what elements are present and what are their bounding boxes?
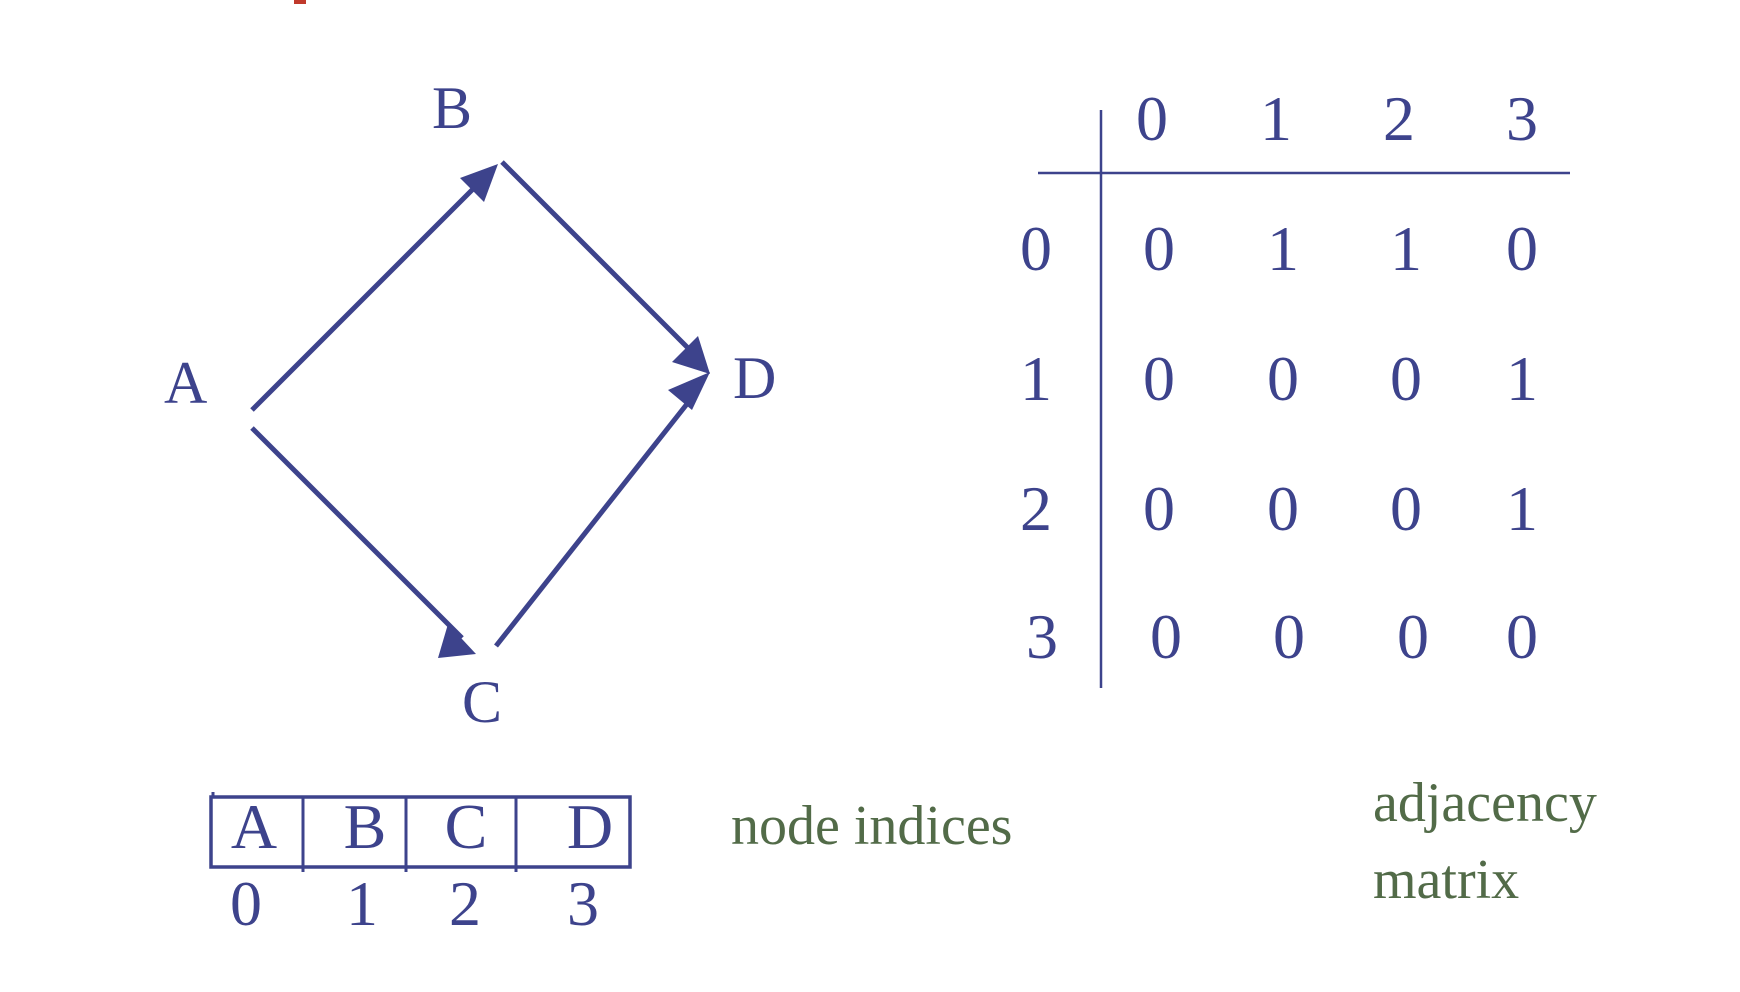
matrix-cell: 0 — [1506, 213, 1538, 284]
matrix-col-header: 3 — [1506, 83, 1538, 154]
matrix-cell: 0 — [1267, 473, 1299, 544]
matrix-row-0: 0 1 1 0 — [1143, 213, 1538, 284]
matrix-cell: 0 — [1273, 601, 1305, 672]
arrowhead-a-b — [460, 164, 498, 202]
adjacency-matrix-caption-line2: matrix — [1373, 849, 1520, 911]
matrix-cell: 0 — [1397, 601, 1429, 672]
matrix-row-headers: 0 1 2 3 — [1020, 213, 1058, 672]
edge-b-d — [500, 160, 702, 362]
matrix-row-3: 0 0 0 0 — [1150, 601, 1538, 672]
matrix-cell: 0 — [1150, 601, 1182, 672]
index-array-cell: D — [567, 791, 613, 862]
index-array-cells: A B C D — [231, 791, 613, 862]
index-array-index: 0 — [230, 868, 262, 939]
matrix-cell: 0 — [1390, 473, 1422, 544]
index-array-cell: A — [231, 791, 277, 862]
node-indices-caption: node indices — [731, 795, 1013, 857]
node-label-a: A — [164, 350, 207, 416]
matrix-row-header: 3 — [1026, 601, 1058, 672]
index-array-indices: 0 1 2 3 — [230, 868, 599, 939]
arrowhead-c-d — [668, 372, 710, 410]
matrix-cell: 1 — [1267, 213, 1299, 284]
matrix-cell: 0 — [1143, 213, 1175, 284]
index-array-cell: C — [445, 791, 488, 862]
matrix-row-header: 0 — [1020, 213, 1052, 284]
matrix-col-header: 0 — [1136, 83, 1168, 154]
matrix-cell: 1 — [1506, 473, 1538, 544]
node-label-d: D — [733, 345, 776, 411]
edge-c-d — [494, 388, 700, 648]
index-array-index: 2 — [449, 868, 481, 939]
matrix-cell: 0 — [1390, 343, 1422, 414]
matrix-row-2: 0 0 0 1 — [1143, 473, 1538, 544]
matrix-col-header: 2 — [1383, 83, 1415, 154]
slide-title-accent — [294, 0, 306, 4]
matrix-cell: 0 — [1267, 343, 1299, 414]
index-array-cell: B — [344, 791, 387, 862]
graph-nodes: A B C D — [164, 75, 776, 735]
matrix-cell: 1 — [1506, 343, 1538, 414]
adjacency-matrix-caption-line1: adjacency — [1373, 772, 1597, 834]
matrix-row-header: 2 — [1020, 473, 1052, 544]
matrix-cell: 0 — [1143, 343, 1175, 414]
matrix-cell: 1 — [1390, 213, 1422, 284]
matrix-row-1: 0 0 0 1 — [1143, 343, 1538, 414]
matrix-cell: 0 — [1506, 601, 1538, 672]
matrix-col-header: 1 — [1260, 83, 1292, 154]
index-array-index: 1 — [346, 868, 378, 939]
edge-a-c — [250, 426, 464, 640]
index-array-index: 3 — [567, 868, 599, 939]
graph-edges — [250, 160, 710, 658]
arrowhead-a-c — [438, 624, 476, 658]
matrix-cell: 0 — [1143, 473, 1175, 544]
matrix-row-header: 1 — [1020, 343, 1052, 414]
arrowhead-b-d — [672, 336, 710, 374]
index-array-box — [209, 795, 632, 869]
node-label-c: C — [462, 669, 502, 735]
matrix-column-headers: 0 1 2 3 — [1136, 83, 1538, 154]
node-label-b: B — [432, 75, 472, 141]
edge-a-b — [250, 170, 492, 412]
